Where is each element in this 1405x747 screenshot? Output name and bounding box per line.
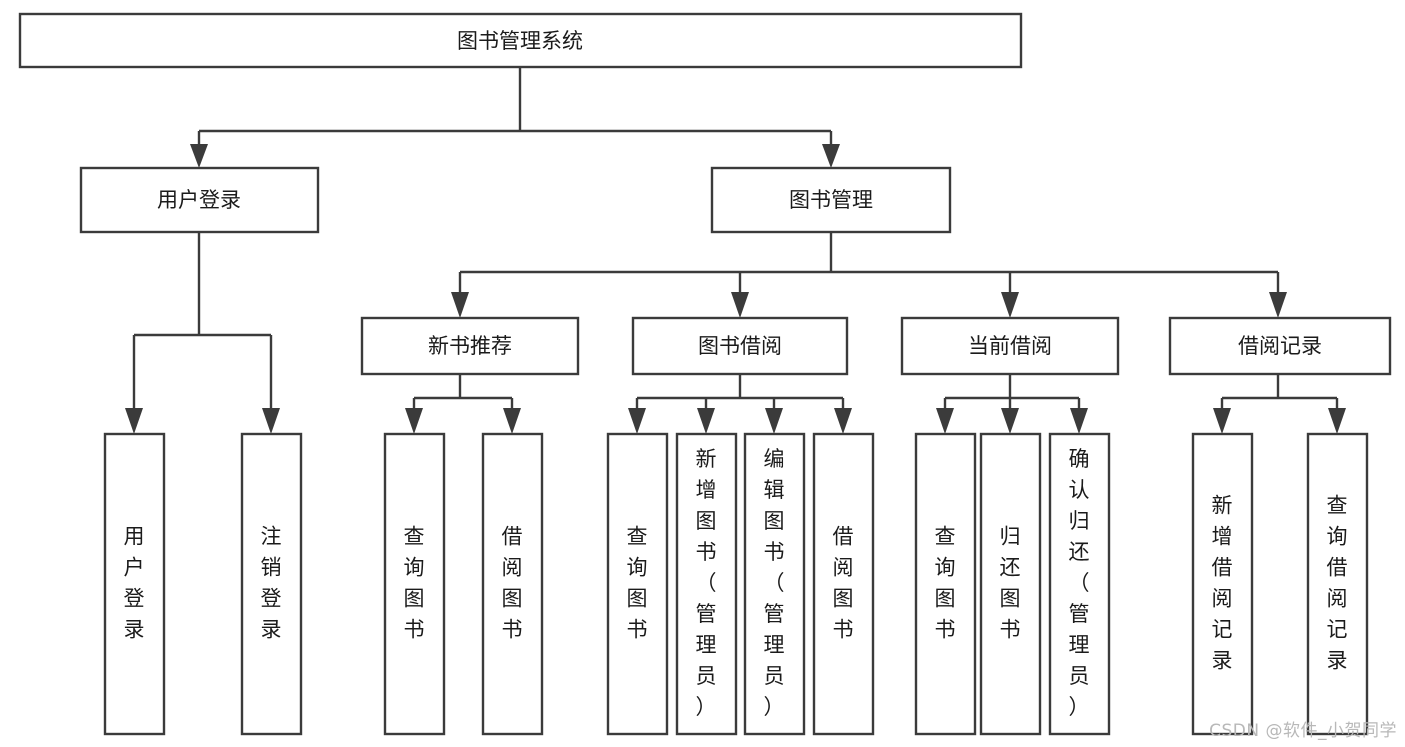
node-leaf-query-book-nb[interactable]: 查询图书 [383,432,446,736]
arrow-head-icon [731,292,749,318]
node-leaf-edit-book[interactable]: 编辑图书（管理员） [743,432,806,736]
node-leaf-logout-box[interactable] [240,432,303,736]
arrow-head-icon [1328,408,1346,434]
node-leaf-borrow-book-nb-box[interactable] [481,432,544,736]
node-new-book-recommend[interactable]: 新书推荐 [360,316,580,376]
node-leaf-return-book-box[interactable] [979,432,1042,736]
node-leaf-borrow-book-bb-box[interactable] [812,432,875,736]
node-leaf-confirm-return[interactable]: 确认归还（管理员） [1048,432,1111,736]
node-leaf-query-book-nb-label: 查询图书 [404,525,425,642]
node-root-box[interactable] [18,12,1023,69]
node-user-login-box[interactable] [79,166,320,234]
arrow-head-icon [628,408,646,434]
node-leaf-logout-label: 注销登录 [261,525,282,642]
node-leaf-confirm-return-label: 确认归还（管理员） [1069,447,1090,719]
arrow-head-icon [697,408,715,434]
node-leaf-query-book-bb-box[interactable] [606,432,669,736]
node-leaf-add-record-label: 新增借阅记录 [1212,494,1233,673]
node-leaf-query-book-cb-box[interactable] [914,432,977,736]
node-root[interactable]: 图书管理系统 [18,12,1023,69]
node-leaf-query-book-cb[interactable]: 查询图书 [914,432,977,736]
arrow-head-icon [1001,408,1019,434]
node-leaf-add-book[interactable]: 新增图书（管理员） [675,432,738,736]
node-book-management-label: 图书管理 [789,188,873,212]
node-leaf-edit-book-box[interactable] [743,432,806,736]
node-leaf-return-book[interactable]: 归还图书 [979,432,1042,736]
arrow-head-icon [1070,408,1088,434]
node-leaf-query-book-cb-label: 查询图书 [935,525,956,642]
node-book-borrow-label: 图书借阅 [698,334,782,358]
node-leaf-query-book-nb-box[interactable] [383,432,446,736]
node-leaf-user-login-label: 用户登录 [124,525,145,642]
node-leaf-add-record[interactable]: 新增借阅记录 [1191,432,1254,736]
node-leaf-query-book-bb-label: 查询图书 [627,525,648,642]
arrow-head-icon [1269,292,1287,318]
arrow-head-icon [125,408,143,434]
node-leaf-user-login-box[interactable] [103,432,166,736]
node-leaf-add-record-box[interactable] [1191,432,1254,736]
node-leaf-query-record-label: 查询借阅记录 [1327,494,1348,673]
arrow-head-icon [451,292,469,318]
node-leaf-query-record-box[interactable] [1306,432,1369,736]
node-leaf-query-record[interactable]: 查询借阅记录 [1306,432,1369,736]
arrow-head-icon [765,408,783,434]
node-current-borrow-label: 当前借阅 [968,334,1052,358]
node-leaf-user-login[interactable]: 用户登录 [103,432,166,736]
node-borrow-record[interactable]: 借阅记录 [1168,316,1392,376]
node-book-management-box[interactable] [710,166,952,234]
node-leaf-confirm-return-box[interactable] [1048,432,1111,736]
arrow-head-icon [405,408,423,434]
node-user-login-label: 用户登录 [157,188,241,212]
node-leaf-borrow-book-bb-label: 借阅图书 [833,525,854,642]
node-borrow-record-label: 借阅记录 [1238,334,1322,358]
arrow-head-icon [936,408,954,434]
node-leaf-add-book-label: 新增图书（管理员） [696,447,717,719]
node-leaf-add-book-box[interactable] [675,432,738,736]
node-leaf-borrow-book-nb-label: 借阅图书 [502,525,523,642]
arrow-head-icon [262,408,280,434]
node-leaf-query-book-bb[interactable]: 查询图书 [606,432,669,736]
node-leaf-borrow-book-bb[interactable]: 借阅图书 [812,432,875,736]
node-book-borrow-box[interactable] [631,316,849,376]
node-leaf-borrow-book-nb[interactable]: 借阅图书 [481,432,544,736]
arrow-head-icon [190,144,208,168]
node-leaf-return-book-label: 归还图书 [1000,525,1021,642]
node-leaf-logout[interactable]: 注销登录 [240,432,303,736]
arrow-head-icon [822,144,840,168]
arrow-head-icon [834,408,852,434]
connector-layer [125,67,1346,434]
node-root-label: 图书管理系统 [457,29,583,53]
node-current-borrow[interactable]: 当前借阅 [900,316,1120,376]
node-borrow-record-box[interactable] [1168,316,1392,376]
arrow-head-icon [1213,408,1231,434]
node-leaf-edit-book-label: 编辑图书（管理员） [764,447,785,719]
arrow-head-icon [1001,292,1019,318]
node-current-borrow-box[interactable] [900,316,1120,376]
node-user-login[interactable]: 用户登录 [79,166,320,234]
node-new-book-recommend-label: 新书推荐 [428,334,512,358]
arrow-head-icon [503,408,521,434]
node-book-management[interactable]: 图书管理 [710,166,952,234]
node-book-borrow[interactable]: 图书借阅 [631,316,849,376]
node-new-book-recommend-box[interactable] [360,316,580,376]
